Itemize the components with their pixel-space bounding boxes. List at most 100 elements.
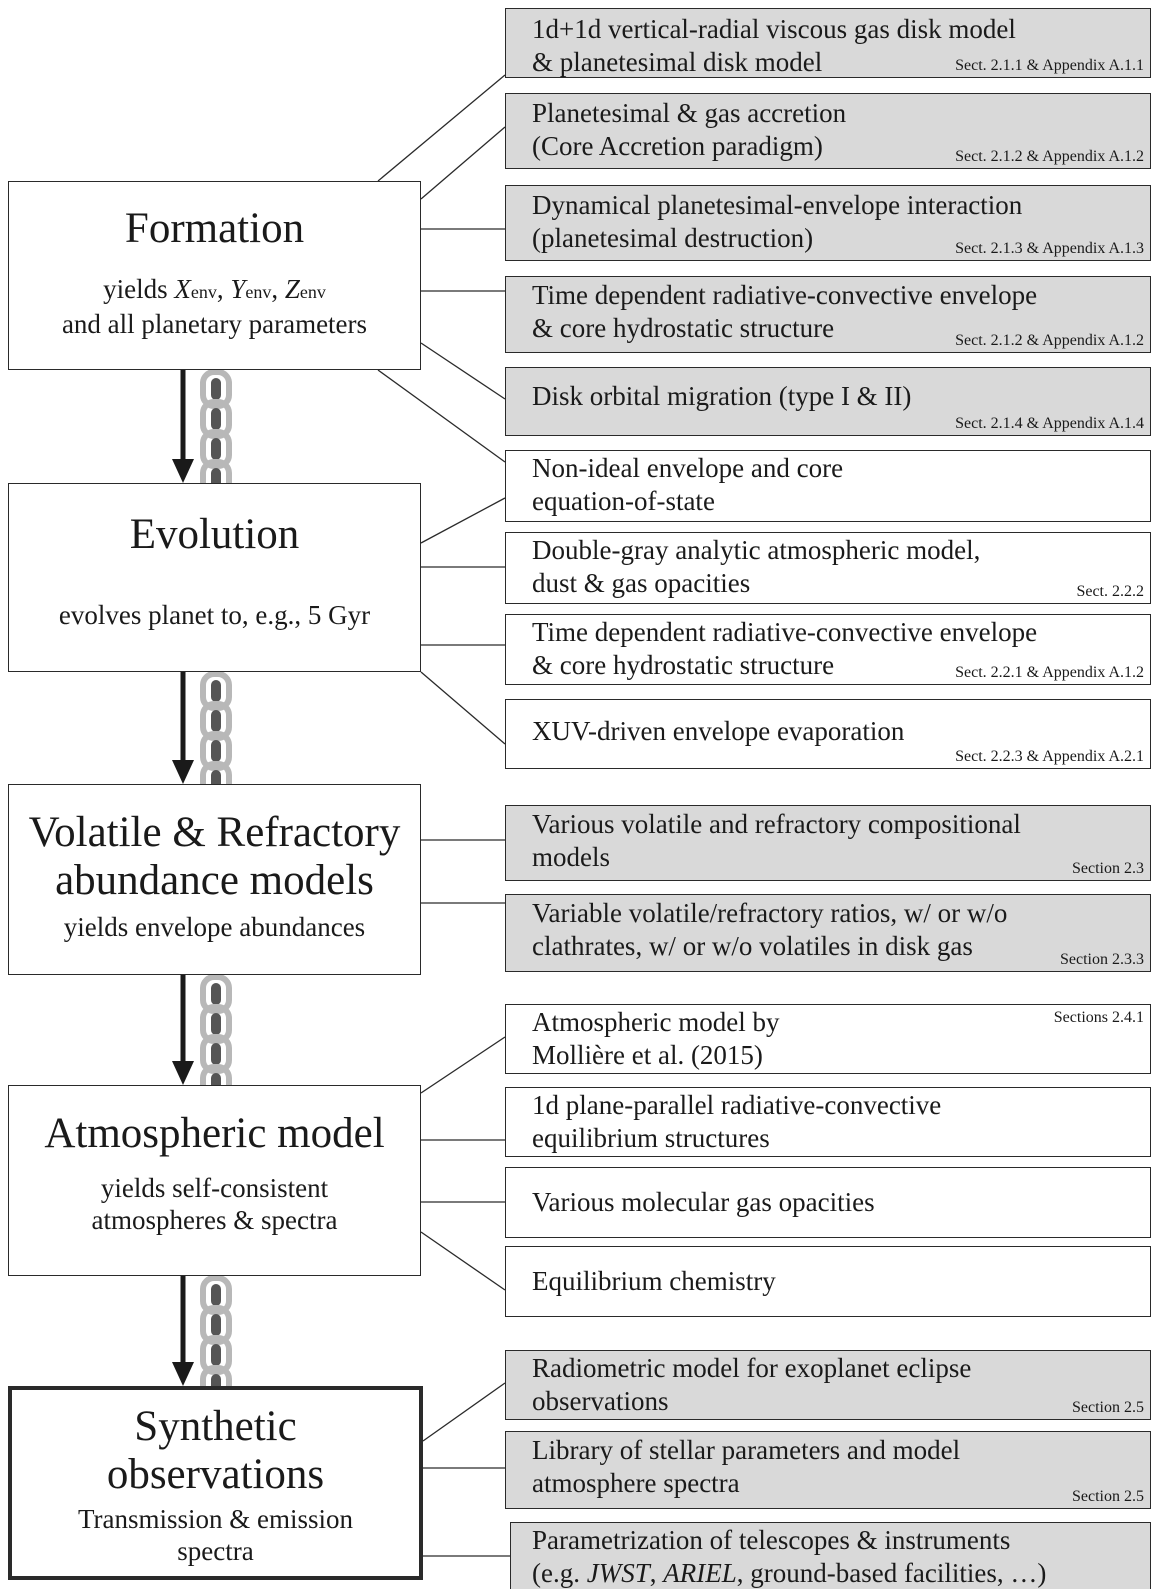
module-text: Time dependent radiative-convective enve… bbox=[532, 617, 1038, 680]
module-box: Time dependent radiative-convective enve… bbox=[505, 614, 1151, 685]
chain-link-outer bbox=[200, 1034, 232, 1074]
flow-arrow-head bbox=[172, 760, 194, 784]
connector-line bbox=[377, 369, 506, 463]
connector-line bbox=[420, 342, 506, 400]
stage-atmosphere-subtitle-line1: yields self-consistent bbox=[100, 1173, 329, 1203]
formation-sub-prefix: yields bbox=[103, 274, 175, 304]
connector-line bbox=[420, 126, 506, 200]
chain-link-outer bbox=[200, 1275, 232, 1315]
flow-arrow-head bbox=[172, 459, 194, 483]
chain-link-outer bbox=[200, 701, 232, 741]
module-text: 1d plane-parallel radiative-convective e… bbox=[532, 1090, 942, 1153]
stage-evolution-title: Evolution bbox=[129, 511, 300, 558]
module-text: Disk orbital migration (type I & II) bbox=[532, 381, 912, 411]
stage-synthetic-subtitle-line1: Transmission & emission bbox=[77, 1504, 354, 1534]
module-box: Various volatile and refractory composit… bbox=[505, 805, 1151, 881]
module-box: XUV-driven envelope evaporation Sect. 2.… bbox=[505, 699, 1151, 769]
module-box: Double-gray analytic atmospheric model, … bbox=[505, 532, 1151, 604]
chain-link-outer bbox=[200, 974, 232, 1014]
chain-link-outer bbox=[200, 429, 232, 469]
connector-line bbox=[420, 1036, 506, 1094]
module-text: Atmospheric model by Mollière et al. (20… bbox=[532, 1007, 780, 1070]
module-section-ref: Section 2.3 bbox=[1072, 860, 1144, 877]
module-section-ref: Sect. 2.2.1 & Appendix A.1.2 bbox=[955, 664, 1144, 681]
flow-arrow-head bbox=[172, 1362, 194, 1386]
module-text: Various molecular gas opacities bbox=[532, 1187, 875, 1217]
module-text: Time dependent radiative-convective enve… bbox=[532, 280, 1038, 343]
module-box: Disk orbital migration (type I & II) Sec… bbox=[505, 367, 1151, 436]
module-box: Atmospheric model by Mollière et al. (20… bbox=[505, 1004, 1151, 1074]
module-section-ref: Sect. 2.1.1 & Appendix A.1.1 bbox=[955, 57, 1144, 74]
chain-link-inner bbox=[211, 438, 221, 460]
module-section-ref: Sect. 2.1.2 & Appendix A.1.2 bbox=[955, 332, 1144, 349]
stage-abundance-title-line1: Volatile & Refractory bbox=[28, 809, 401, 856]
stage-atmosphere-title: Atmospheric model bbox=[44, 1110, 385, 1157]
y-symbol: Y bbox=[230, 274, 246, 304]
stage-abundance-subtitle: yields envelope abundances bbox=[63, 912, 366, 942]
chain-link-inner bbox=[211, 710, 221, 732]
z-subscript: env bbox=[299, 282, 326, 302]
chain-link-outer bbox=[200, 399, 232, 439]
chain-link-inner bbox=[211, 1314, 221, 1336]
chain-link-inner bbox=[211, 378, 221, 400]
module-box: Planetesimal & gas accretion (Core Accre… bbox=[505, 93, 1151, 169]
chain-link-outer bbox=[200, 369, 232, 409]
stage-synthetic-observations: Synthetic observations Transmission & em… bbox=[8, 1386, 423, 1580]
telescope-jwst: JWST bbox=[586, 1558, 650, 1588]
z-symbol: Z bbox=[284, 274, 300, 304]
module-box: 1d plane-parallel radiative-convective e… bbox=[505, 1087, 1151, 1157]
chain-link-inner bbox=[211, 1043, 221, 1065]
chain-link-outer bbox=[200, 671, 232, 711]
chain-links bbox=[200, 369, 232, 1405]
module-text: Parametrization of telescopes & instrume… bbox=[532, 1524, 1046, 1590]
module-text: Library of stellar parameters and model … bbox=[532, 1435, 961, 1498]
module-box: Dynamical planetesimal-envelope interact… bbox=[505, 185, 1151, 261]
chain-link-outer bbox=[200, 1335, 232, 1375]
chain-link-outer bbox=[200, 1004, 232, 1044]
x-symbol: X bbox=[174, 274, 191, 304]
module-section-ref: Sect. 2.1.3 & Appendix A.1.3 bbox=[955, 240, 1144, 257]
module-box: Non-ideal envelope and core equation-of-… bbox=[505, 450, 1151, 522]
module-text: Double-gray analytic atmospheric model, … bbox=[532, 535, 981, 598]
module-box: Library of stellar parameters and model … bbox=[505, 1431, 1151, 1509]
chain-link-outer bbox=[200, 731, 232, 771]
module-text: Variable volatile/refractory ratios, w/ … bbox=[532, 898, 1008, 961]
module-box: Variable volatile/refractory ratios, w/ … bbox=[505, 894, 1151, 972]
module-text: Dynamical planetesimal-envelope interact… bbox=[532, 190, 1023, 253]
stage-synthetic-title-line2: observations bbox=[106, 1451, 325, 1498]
chain-link-inner bbox=[211, 740, 221, 762]
module-box: Equilibrium chemistry bbox=[505, 1246, 1151, 1317]
stage-abundance-title-line2: abundance models bbox=[55, 857, 374, 904]
connector-line bbox=[420, 497, 506, 544]
stage-formation: Formation yields Xenv, Yenv, Zenv and al… bbox=[8, 181, 421, 370]
stage-formation-title: Formation bbox=[124, 205, 305, 252]
chain-link-inner bbox=[211, 1013, 221, 1035]
module-text: Non-ideal envelope and core equation-of-… bbox=[532, 453, 844, 516]
module-text-part: Parametrization of telescopes & instrume… bbox=[532, 1525, 1011, 1588]
module-box: Time dependent radiative-convective enve… bbox=[505, 276, 1151, 353]
module-section-ref: Section 2.5 bbox=[1072, 1399, 1144, 1416]
stage-synthetic-title-line1: Synthetic bbox=[134, 1403, 297, 1450]
chain-link-inner bbox=[211, 983, 221, 1005]
module-text-part: , ground-based facilities, …) bbox=[736, 1558, 1047, 1588]
stage-synthetic-subtitle-line2: spectra bbox=[177, 1536, 254, 1566]
module-section-ref: Sections 2.4.1 bbox=[1053, 1009, 1144, 1026]
module-section-ref: Sect. 2.1.4 & Appendix A.1.4 bbox=[955, 415, 1144, 432]
flow-arrows bbox=[172, 370, 194, 1386]
flow-arrow-head bbox=[172, 1061, 194, 1085]
module-box: Radiometric model for exoplanet eclipse … bbox=[505, 1350, 1151, 1420]
module-section-ref: Sect. 2.2.2 bbox=[1076, 583, 1144, 600]
connector-line bbox=[420, 1231, 506, 1291]
stage-formation-subtitle: yields Xenv, Yenv, Zenv bbox=[103, 274, 326, 304]
y-subscript: env bbox=[245, 282, 272, 302]
chain-link-inner bbox=[211, 680, 221, 702]
module-section-ref: Section 2.5 bbox=[1072, 1488, 1144, 1505]
connector-line bbox=[420, 671, 506, 745]
module-box: Various molecular gas opacities bbox=[505, 1167, 1151, 1238]
chain-link-inner bbox=[211, 1284, 221, 1306]
x-subscript: env bbox=[190, 282, 217, 302]
telescope-ariel: ARIEL bbox=[663, 1558, 737, 1588]
chain-link-inner bbox=[211, 1344, 221, 1366]
module-connector-lines bbox=[377, 74, 510, 1557]
